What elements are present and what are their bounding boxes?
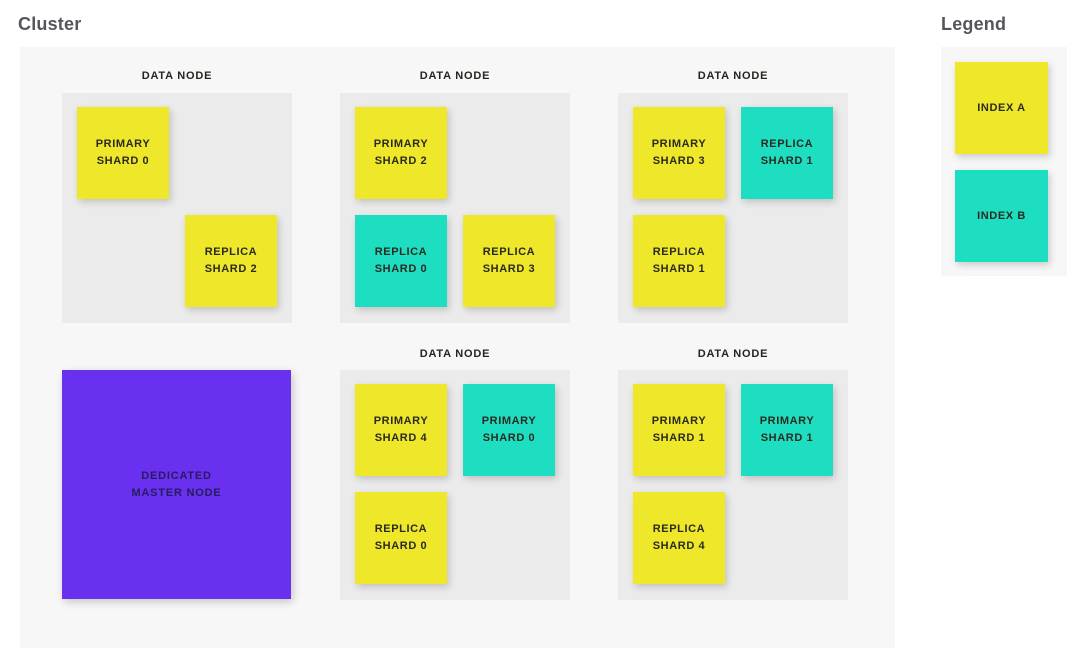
- shard-label-line: SHARD 1: [760, 432, 814, 444]
- data-node-label-4: DATA NODE: [419, 348, 491, 360]
- legend-title: Legend: [941, 14, 1007, 34]
- shard-primary-shard-0: PRIMARY SHARD 0: [463, 384, 555, 476]
- shard-label-line: REPLICA: [760, 138, 814, 150]
- data-node-5: PRIMARY SHARD 1 PRIMARY SHARD 1 REPLICA SHARD…: [618, 370, 848, 600]
- shard-label-line: SHARD 0: [374, 263, 428, 275]
- data-node-label-1: DATA NODE: [141, 70, 213, 82]
- shard-replica-shard-1: REPLICA SHARD 1: [633, 215, 725, 307]
- shard-label-line: SHARD 0: [96, 155, 150, 167]
- shard-label-line: SHARD 3: [652, 155, 706, 167]
- shard-primary-shard-1: PRIMARY SHARD 1: [633, 384, 725, 476]
- shard-replica-shard-3: REPLICA SHARD 3: [463, 215, 555, 307]
- data-node-1: PRIMARY SHARD 0 REPLICA SHARD 2: [62, 93, 292, 323]
- shard-replica-shard-0: REPLICA SHARD 0: [355, 492, 447, 584]
- data-node-2: PRIMARY SHARD 2 REPLICA SHARD 0 REPLICA SHARD…: [340, 93, 570, 323]
- shard-primary-shard-3: PRIMARY SHARD 3: [633, 107, 725, 199]
- master-node-label-line: DEDICATED: [141, 469, 212, 482]
- master-node-label-line: MASTER NODE: [131, 486, 222, 499]
- shard-replica-shard-0: REPLICA SHARD 0: [355, 215, 447, 307]
- shard-label-line: REPLICA: [652, 523, 706, 535]
- shard-label-line: SHARD 2: [204, 263, 258, 275]
- legend-item-index-a: INDEX A: [955, 62, 1048, 154]
- shard-label-line: PRIMARY: [759, 415, 815, 427]
- shard-label-line: PRIMARY: [481, 415, 537, 427]
- legend-item-label: INDEX B: [977, 210, 1026, 222]
- shard-primary-shard-4: PRIMARY SHARD 4: [355, 384, 447, 476]
- data-node-label-2: DATA NODE: [419, 70, 491, 82]
- shard-label-line: REPLICA: [374, 523, 428, 535]
- shard-primary-shard-0: PRIMARY SHARD 0: [77, 107, 169, 199]
- shard-label-line: REPLICA: [482, 246, 536, 258]
- data-node-4: PRIMARY SHARD 4 PRIMARY SHARD 0 REPLICA SHARD…: [340, 370, 570, 600]
- shard-label-line: REPLICA: [374, 246, 428, 258]
- shard-label-line: SHARD 0: [374, 540, 428, 552]
- shard-replica-shard-2: REPLICA SHARD 2: [185, 215, 277, 307]
- shard-label-line: SHARD 4: [374, 432, 428, 444]
- shard-label-line: REPLICA: [204, 246, 258, 258]
- legend-item-label: INDEX A: [977, 102, 1026, 114]
- shard-label-line: SHARD 1: [652, 263, 706, 275]
- legend-item-index-b: INDEX B: [955, 170, 1048, 262]
- data-node-label-5: DATA NODE: [697, 348, 769, 360]
- shard-label-line: SHARD 4: [652, 540, 706, 552]
- shard-label-line: PRIMARY: [373, 415, 429, 427]
- shard-label-line: PRIMARY: [95, 138, 151, 150]
- shard-label-line: SHARD 0: [482, 432, 536, 444]
- shard-label-line: PRIMARY: [651, 415, 707, 427]
- shard-label-line: SHARD 1: [652, 432, 706, 444]
- cluster-panel: DATA NODE PRIMARY SHARD 0 REPLICA SHARD 2 DAT…: [20, 47, 895, 648]
- data-node-3: PRIMARY SHARD 3 REPLICA SHARD 1 REPLICA SHARD…: [618, 93, 848, 323]
- legend-panel: INDEX A INDEX B: [941, 47, 1067, 276]
- shard-replica-shard-4: REPLICA SHARD 4: [633, 492, 725, 584]
- data-node-label-3: DATA NODE: [697, 70, 769, 82]
- shard-primary-shard-1: PRIMARY SHARD 1: [741, 384, 833, 476]
- shard-label-line: SHARD 1: [760, 155, 814, 167]
- shard-replica-shard-1: REPLICA SHARD 1: [741, 107, 833, 199]
- shard-label-line: SHARD 2: [374, 155, 428, 167]
- shard-primary-shard-2: PRIMARY SHARD 2: [355, 107, 447, 199]
- dedicated-master-node: DEDICATED MASTER NODE: [62, 370, 291, 599]
- cluster-title: Cluster: [18, 14, 82, 34]
- shard-label-line: SHARD 3: [482, 263, 536, 275]
- shard-label-line: PRIMARY: [373, 138, 429, 150]
- shard-label-line: PRIMARY: [651, 138, 707, 150]
- shard-label-line: REPLICA: [652, 246, 706, 258]
